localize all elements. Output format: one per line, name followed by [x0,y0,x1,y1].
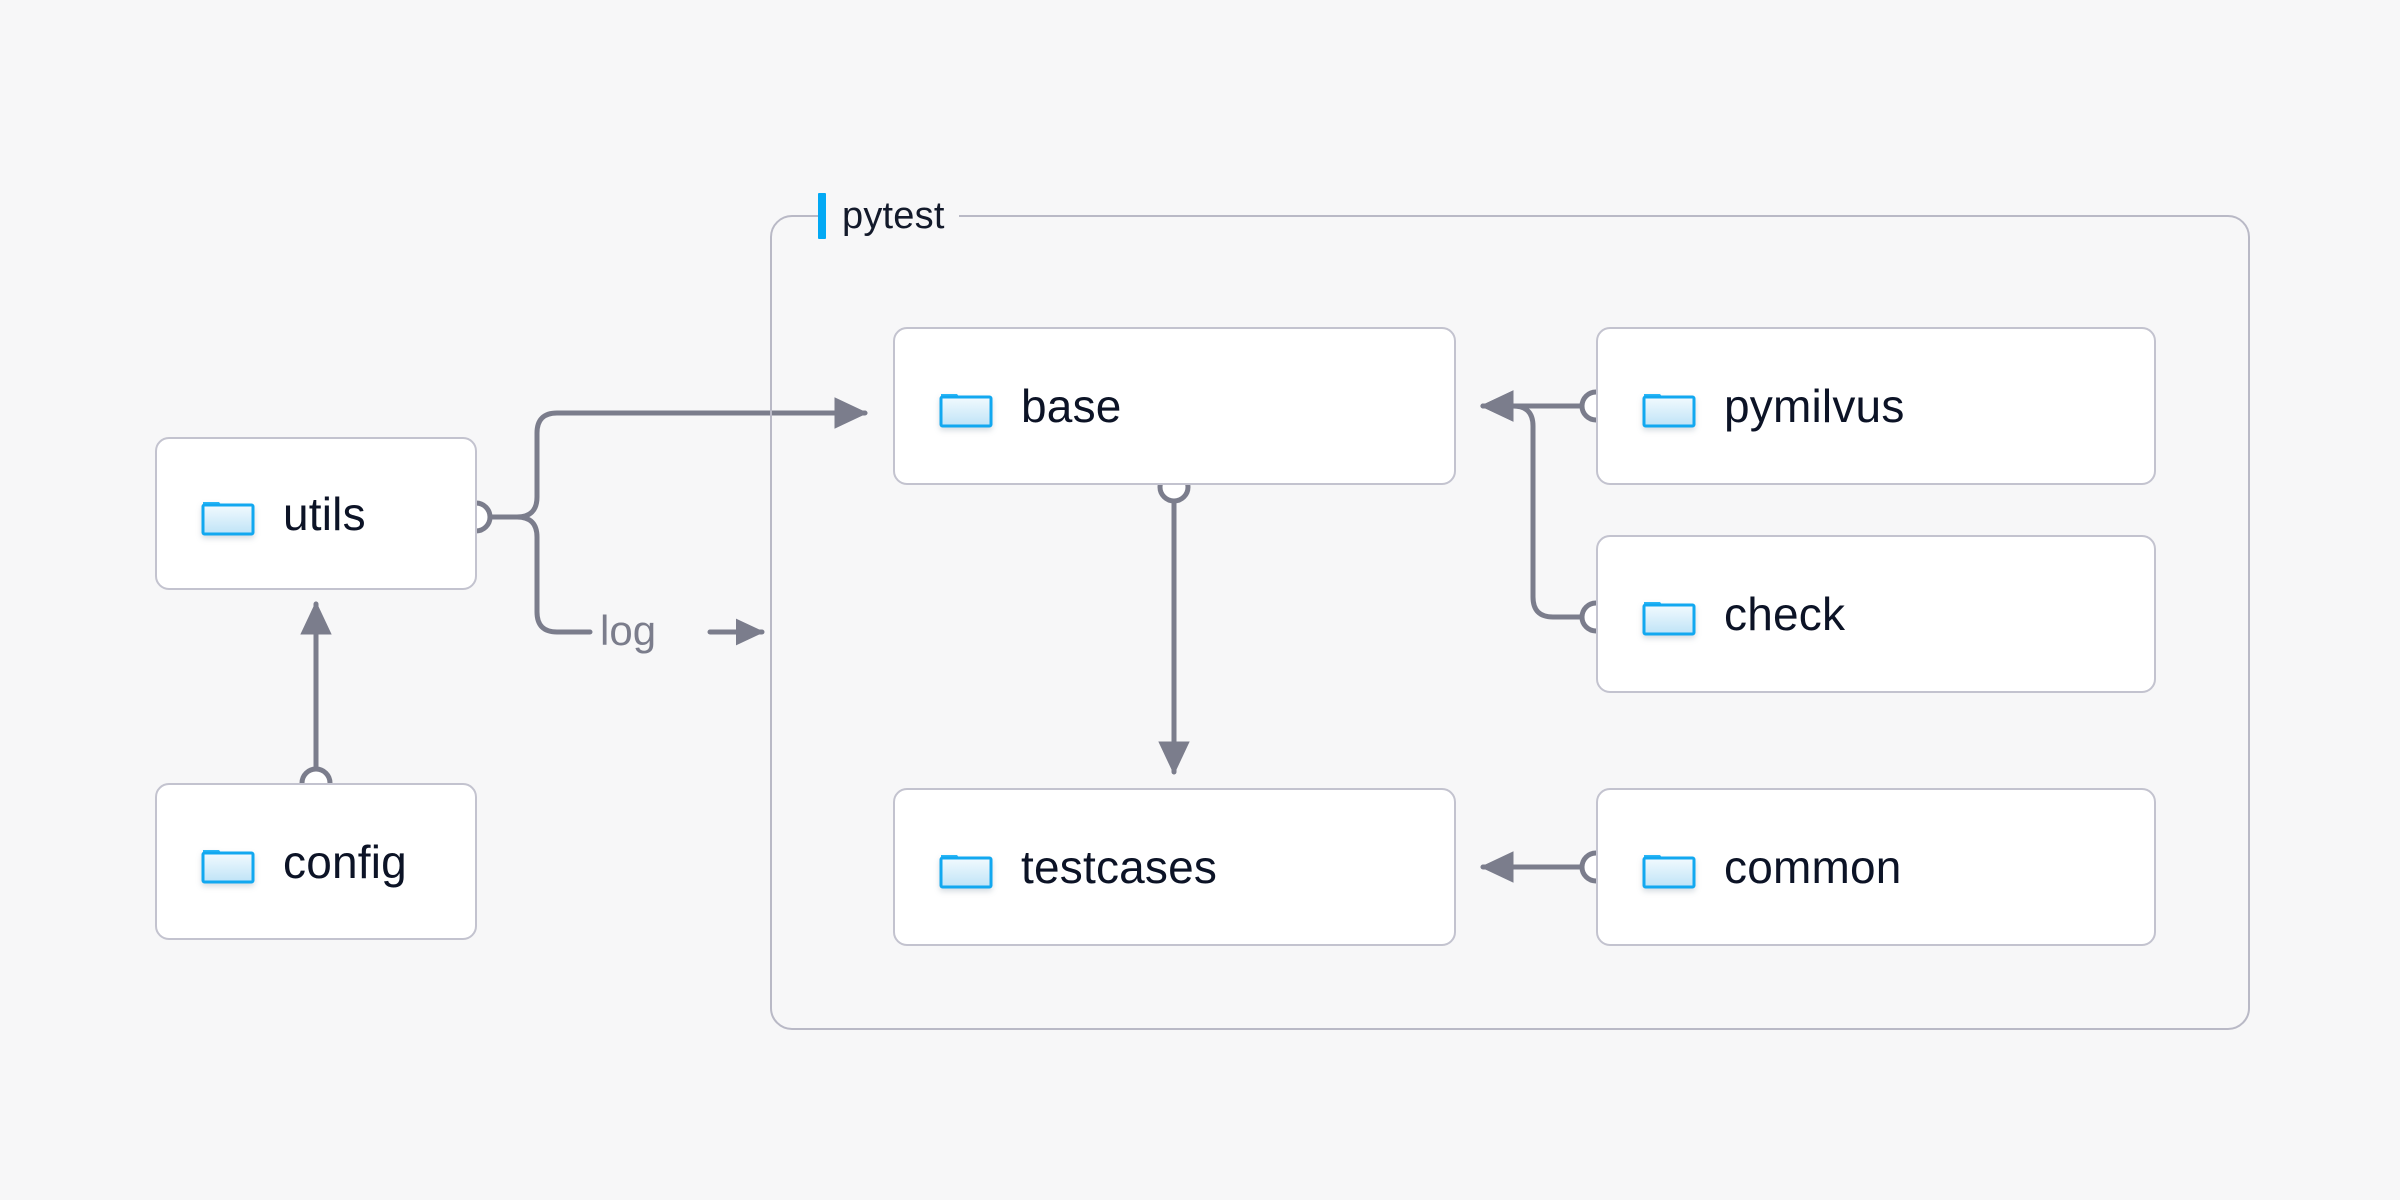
folder-icon [939,845,993,889]
node-config[interactable]: config [155,783,477,940]
folder-icon [1642,592,1696,636]
folder-icon [201,840,255,884]
node-utils-label: utils [283,487,366,540]
group-pytest[interactable] [770,215,2250,1030]
folder-icon [939,384,993,428]
node-check[interactable]: check [1596,535,2156,693]
node-testcases-label: testcases [1021,841,1218,893]
folder-icon [1642,384,1696,428]
node-check-label: check [1724,588,1846,640]
group-pytest-label: pytest [818,192,959,240]
folder-icon [1642,845,1696,889]
node-pymilvus-label: pymilvus [1724,380,1905,432]
node-base-label: base [1021,380,1122,432]
folder-icon [201,492,255,536]
node-pymilvus[interactable]: pymilvus [1596,327,2156,485]
node-common[interactable]: common [1596,788,2156,946]
node-testcases[interactable]: testcases [893,788,1456,946]
node-config-label: config [283,835,407,888]
group-title-text: pytest [842,195,945,237]
edge-label-log: log [600,607,657,654]
node-utils[interactable]: utils [155,437,477,590]
node-common-label: common [1724,841,1902,893]
node-base[interactable]: base [893,327,1456,485]
group-accent-bar [818,193,826,239]
